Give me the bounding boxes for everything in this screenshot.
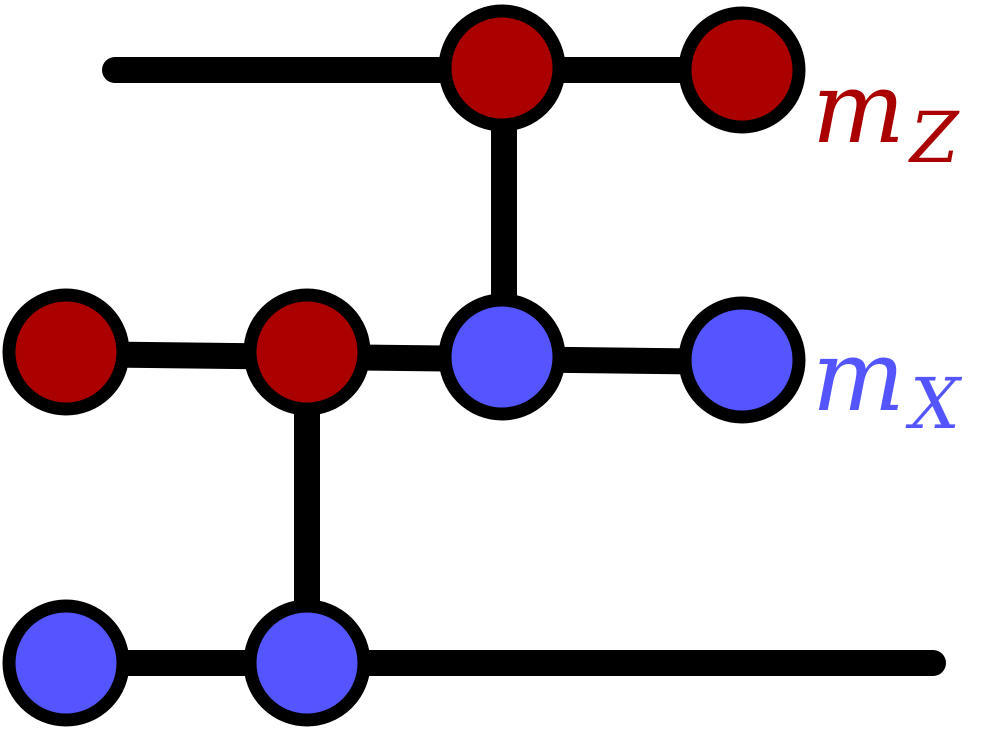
label-mz: m Z	[812, 52, 960, 179]
labels: m Z m X	[812, 52, 963, 445]
nodes	[2, 4, 806, 727]
label-mx: m X	[812, 320, 963, 445]
node-row2-3	[438, 293, 566, 421]
node-row2-2	[243, 288, 371, 416]
label-mx-base: m	[812, 320, 905, 434]
label-mz-base: m	[812, 52, 905, 166]
node-row1-1	[438, 4, 566, 132]
node-row3-2	[243, 599, 371, 727]
node-row2-1	[2, 288, 130, 416]
node-row1-2	[678, 6, 806, 134]
label-mx-sub: X	[905, 363, 963, 445]
node-row2-4	[678, 296, 806, 424]
label-mz-sub: Z	[908, 97, 960, 179]
wire-middle	[53, 341, 755, 375]
node-row3-1	[2, 599, 130, 727]
